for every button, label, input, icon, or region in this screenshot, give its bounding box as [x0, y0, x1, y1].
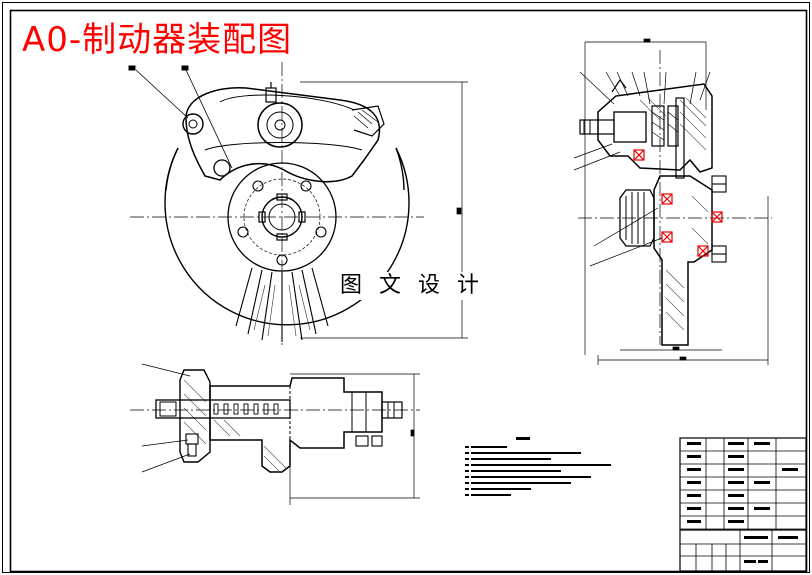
cv-boot — [619, 189, 655, 247]
drawing-title: A0-制动器装配图 — [22, 20, 293, 60]
steering-knuckle — [653, 175, 713, 346]
title-block-marks — [687, 442, 798, 563]
caliper-piston — [257, 102, 303, 148]
drawing-border — [9, 9, 808, 573]
splined-bore — [261, 196, 303, 238]
side-section-view — [573, 38, 772, 365]
bearing-sections — [633, 149, 723, 257]
technical-notes — [465, 437, 611, 496]
hub-flange — [227, 162, 337, 272]
front-view — [128, 62, 468, 345]
caliper-section — [597, 83, 713, 173]
brake-caliper — [185, 87, 381, 183]
watermark-text: 图 文 设 计 — [338, 272, 486, 300]
plan-view — [130, 363, 420, 505]
title-block — [679, 437, 807, 572]
stud-holes — [237, 180, 327, 266]
cooling-ribs — [235, 267, 329, 342]
brake-disc — [164, 147, 410, 326]
